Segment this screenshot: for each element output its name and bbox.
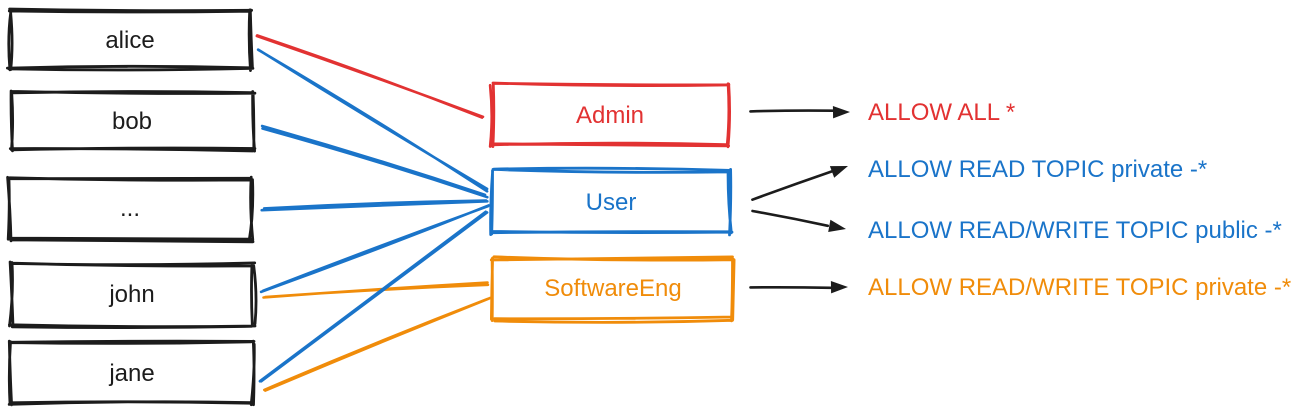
edge-bob-to-user [260, 124, 489, 199]
user-box-john [8, 260, 258, 329]
arrow-softwareeng-to-allow-read-write-topic-private [749, 285, 832, 290]
edge-jane-to-user [258, 210, 489, 383]
user-label-ellipsis: ... [119, 194, 141, 222]
edge-john-to-softwareeng [262, 281, 490, 299]
role-box-user [489, 166, 734, 237]
permission-label-read-topic-private: ALLOW READ TOPIC private -* [868, 155, 1208, 183]
role-label-admin: Admin [575, 101, 645, 129]
role-box-softwareeng [489, 255, 736, 324]
role-box-admin [488, 81, 731, 149]
user-box-bob [8, 89, 257, 153]
edge-alice-to-admin [255, 34, 485, 119]
arrow-user-to-allow-read-topic-private [751, 169, 834, 201]
arrowhead-admin-to-allow-all [832, 106, 850, 119]
user-label-jane: jane [109, 359, 155, 387]
arrowhead-softwareeng-to-allow-read-write-topic-private [830, 281, 848, 294]
arrow-user-to-allow-read-write-topic-public [751, 209, 830, 228]
edge-john-to-user [259, 204, 490, 294]
role-label-softwareeng: SoftwareEng [544, 274, 682, 302]
user-label-bob: bob [111, 107, 153, 135]
permission-label-allow-all: ALLOW ALL * [868, 98, 1016, 126]
user-label-john: john [109, 280, 155, 308]
user-box-alice [6, 7, 255, 72]
user-box-jane [7, 339, 256, 407]
permission-label-read-write-topic-private: ALLOW READ/WRITE TOPIC private -* [868, 273, 1292, 301]
arrow-admin-to-allow-all [749, 109, 834, 113]
user-label-alice: alice [105, 26, 155, 54]
role-label-user: User [585, 188, 637, 216]
user-box-ellipsis [6, 175, 255, 244]
arrowhead-user-to-allow-read-topic-private [829, 166, 848, 178]
edge-alice-to-user [256, 48, 489, 193]
edge-jane-to-softwareeng [263, 296, 492, 392]
permission-label-read-write-topic-public: ALLOW READ/WRITE TOPIC public -* [868, 216, 1282, 244]
arrowhead-user-to-allow-read-write-topic-public [828, 219, 846, 232]
edge-ellipsis-to-user [260, 199, 489, 212]
